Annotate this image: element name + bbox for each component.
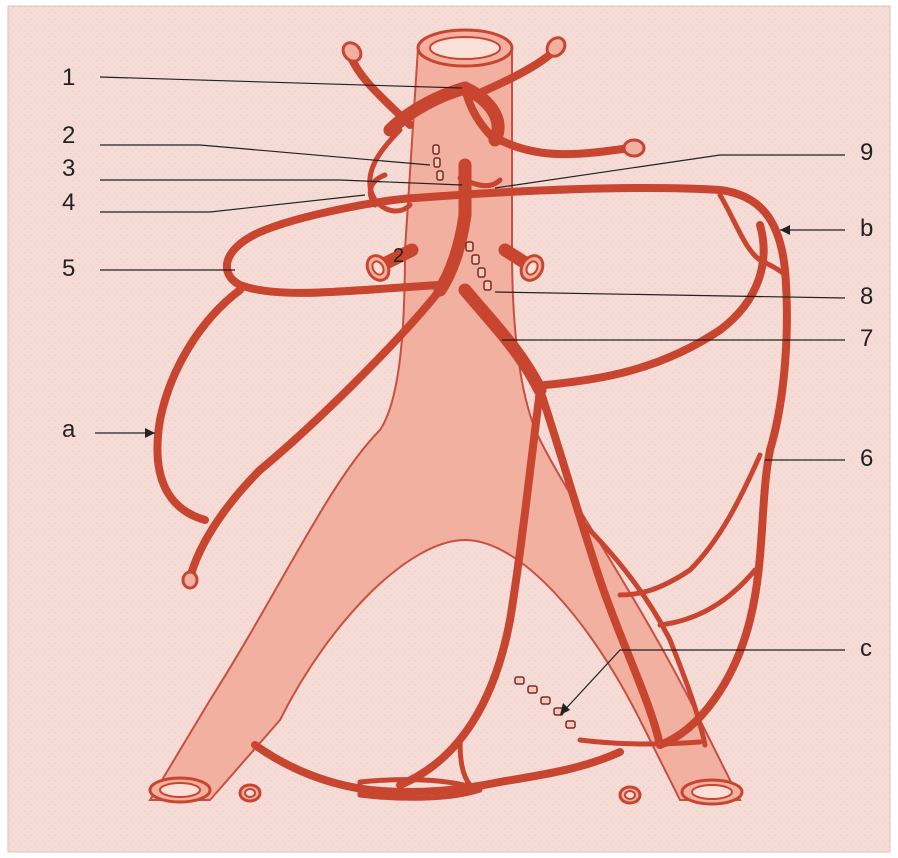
label-2: 2	[62, 122, 75, 149]
label-c: c	[860, 635, 872, 662]
label-renal-2: 2	[393, 245, 404, 267]
label-a: a	[62, 416, 76, 443]
label-3: 3	[62, 155, 75, 182]
label-4: 4	[62, 189, 75, 216]
label-7: 7	[860, 325, 873, 352]
label-8: 8	[860, 283, 873, 310]
label-1: 1	[62, 64, 75, 91]
label-9: 9	[860, 139, 873, 166]
label-6: 6	[860, 445, 873, 472]
label-b: b	[860, 215, 873, 242]
label-5: 5	[62, 255, 75, 282]
